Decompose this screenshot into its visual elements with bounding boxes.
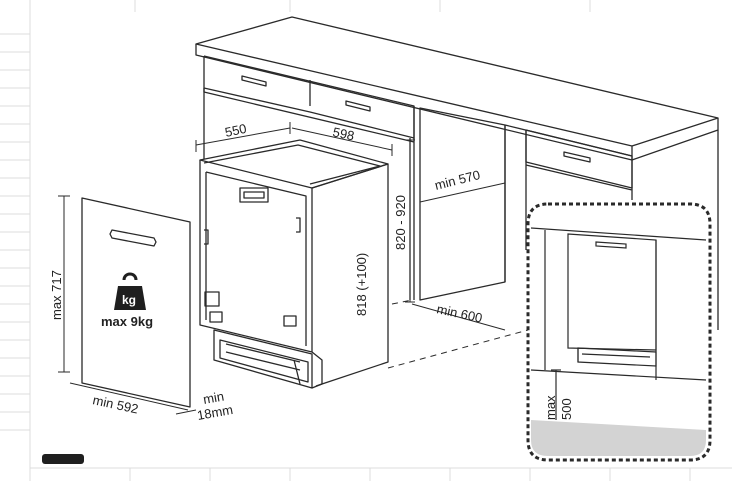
niche-depth-dimension: min 570 — [433, 167, 482, 193]
dimension-lines — [58, 122, 506, 415]
niche-width-dimension: min 600 — [435, 301, 483, 325]
door-handle — [109, 229, 157, 247]
detail-inset: max 500 — [526, 202, 712, 462]
drawer-handle — [241, 75, 267, 87]
machine-height-dimension: 818 (+100) — [354, 253, 369, 316]
width-dimension: 598 — [331, 124, 355, 143]
kettlebell-icon: kg — [114, 272, 146, 310]
floor-lines — [387, 299, 529, 369]
kitchen-cabinets — [195, 16, 719, 330]
inset-door-handle — [595, 241, 627, 249]
worktop — [195, 16, 719, 147]
depth-dimension: 550 — [224, 121, 248, 140]
weight-unit: kg — [122, 293, 136, 307]
door-gap-value: 18mm — [196, 402, 234, 423]
drawer-handle — [563, 151, 591, 163]
floor-area — [531, 420, 706, 456]
plinth-height-value: 500 — [559, 398, 574, 420]
door-height-dimension: max 717 — [49, 270, 64, 320]
dishwasher — [199, 139, 389, 389]
door-gap-min-label: min — [202, 389, 225, 407]
door-width-dimension: min 592 — [91, 392, 139, 416]
weight-limit-label: max 9kg — [101, 314, 153, 329]
plinth-height-max-label: max — [543, 395, 558, 420]
footer-bar — [42, 454, 84, 464]
drawer-handle — [345, 100, 371, 112]
height-range-dimension: 820 - 920 — [393, 195, 408, 250]
